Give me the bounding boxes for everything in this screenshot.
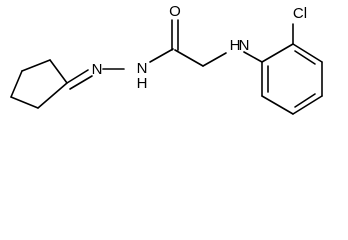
benzene-ring [261, 43, 323, 115]
c-n-double-bond [69, 75, 93, 90]
ring-bond [10, 70, 23, 98]
ch2-nh-bond [202, 52, 227, 67]
amine-nitrogen-label: N [239, 37, 250, 54]
hydrazide-nitrogen-label: N [137, 60, 148, 77]
ring-bond [21, 59, 51, 72]
ring-bond [261, 95, 294, 115]
carbonyl-ch2-bond [174, 49, 204, 67]
ring-inner-bond [294, 93, 316, 108]
ring-bond [49, 59, 68, 84]
ring-bond [292, 95, 323, 115]
chlorine-label: Cl [293, 5, 307, 22]
oxygen-label: O [169, 3, 181, 20]
ring-bond [261, 43, 294, 63]
ring-inner-bond [294, 50, 316, 65]
ring-bond [10, 96, 39, 109]
hydrazide-hydrogen-label: H [137, 75, 148, 92]
amine-hydrogen-label: H [230, 37, 241, 54]
structure-diagram: O N N H N H Cl [10, 3, 323, 115]
ring-bond [37, 82, 68, 109]
nh-aryl-bond [243, 51, 263, 63]
ring-bond [292, 43, 323, 63]
hydrazone-nitrogen-label: N [92, 61, 103, 78]
c-n-double-bond [66, 69, 89, 84]
nh-carbonyl-bond [149, 48, 174, 63]
cyclopentane-ring [10, 59, 68, 109]
